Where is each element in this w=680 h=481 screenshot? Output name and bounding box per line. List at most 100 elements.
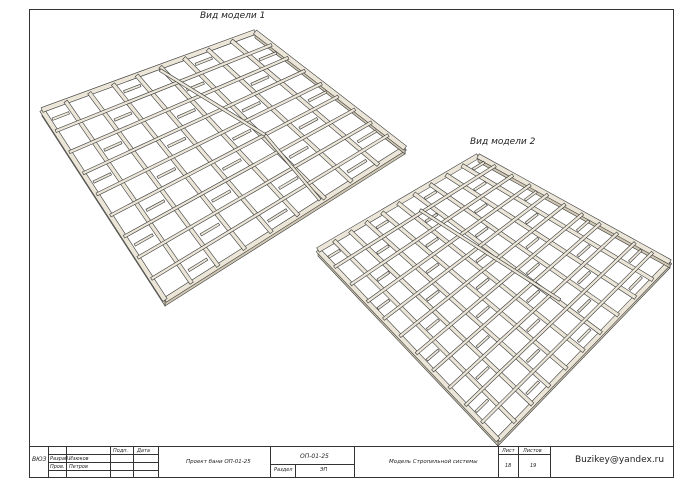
model2-blocking	[524, 212, 539, 225]
model1-blocking	[278, 176, 299, 190]
model2-rafter	[380, 210, 569, 371]
model1-blocking	[241, 101, 261, 113]
model1-blocking	[221, 158, 242, 171]
model2-rafter	[460, 163, 655, 282]
document-code: ОП-01-25	[300, 453, 329, 460]
model1-purlin	[122, 107, 357, 239]
model1-purlin	[95, 81, 323, 197]
model2-blocking	[473, 181, 487, 192]
model1-blocking	[194, 56, 213, 66]
model2-blocking	[425, 262, 440, 274]
model2-blocking	[526, 289, 541, 304]
model2-blocking	[526, 318, 541, 333]
model1-blocking	[307, 90, 328, 103]
model2-blocking	[376, 244, 390, 255]
model1-purlin	[109, 94, 340, 218]
model2-blocking	[628, 248, 643, 264]
model1-blocking	[346, 158, 368, 174]
model2-rafter	[444, 172, 638, 300]
model2-rafter	[348, 229, 535, 407]
model2-blocking	[375, 219, 390, 230]
model2-purlin	[333, 163, 497, 269]
model2-rafter	[364, 219, 552, 389]
model1-right-beam	[253, 29, 407, 151]
model2-blocking	[576, 270, 592, 285]
model2-purlin	[463, 241, 637, 407]
drawing-description: Модель Стропильной системы	[389, 459, 478, 465]
model1-purlin	[54, 43, 273, 133]
model1-blocking	[187, 257, 209, 273]
model1-blocking	[113, 111, 133, 122]
model1-blocking	[145, 199, 166, 212]
model2-blocking	[525, 348, 541, 363]
model2-blocking	[474, 398, 490, 413]
model2-blocking	[575, 219, 591, 233]
model2-blocking	[327, 248, 341, 259]
model2-blocking	[576, 244, 591, 258]
model2-rafter	[412, 191, 603, 336]
model2-purlin	[447, 231, 620, 390]
view2-label: Вид модели 2	[470, 137, 536, 147]
model2-blocking	[376, 270, 391, 282]
col-sign-label: Подп.	[113, 448, 129, 454]
model2-purlin	[398, 202, 567, 338]
checker-role: Пров.	[50, 464, 65, 470]
model1-hip	[263, 133, 322, 202]
model2-blocking	[425, 289, 440, 302]
model1-blocking	[288, 145, 309, 159]
model2-blocking	[475, 335, 490, 349]
section-label: Раздел	[274, 467, 293, 473]
model1-blocking	[176, 108, 196, 119]
col-date-label: Дата	[137, 448, 150, 454]
sheets-total: 19	[530, 463, 537, 469]
sheet-label: Лист	[502, 448, 515, 454]
model2-blocking	[474, 226, 489, 238]
sheet-number: 18	[505, 463, 512, 469]
model1-blocking	[232, 128, 252, 141]
model1-blocking	[267, 208, 288, 223]
model2-blocking	[475, 277, 490, 290]
model1-blocking	[103, 141, 123, 152]
rafter-model-2	[315, 153, 673, 447]
model1-hip	[158, 68, 267, 137]
model2-hip	[418, 208, 562, 302]
model2-blocking	[576, 298, 592, 314]
checker-name: Петров	[69, 464, 88, 470]
model2-blocking	[576, 328, 592, 343]
model1-blocking	[211, 189, 232, 203]
model1-blocking	[298, 117, 319, 130]
model2-purlin	[431, 221, 602, 373]
model1-blocking	[51, 111, 70, 121]
model2-blocking	[474, 202, 488, 214]
model1-blocking	[92, 172, 112, 184]
model2-purlin	[365, 183, 532, 304]
developer-name: Изюков	[69, 456, 89, 462]
model1-blocking	[167, 136, 187, 148]
section-value: ЭП	[320, 467, 328, 473]
model2-blocking	[423, 190, 438, 200]
model2-purlin	[480, 250, 655, 425]
model2-blocking	[475, 366, 490, 380]
model2-blocking	[525, 262, 541, 276]
model2-blocking	[523, 190, 538, 202]
model2-blocking	[425, 318, 440, 331]
rafter-model-1	[39, 29, 407, 308]
sheets-label: Листов	[523, 448, 542, 454]
model2-rafter	[396, 200, 586, 354]
view1-label: Вид модели 1	[200, 11, 266, 21]
model2-purlin	[349, 173, 515, 287]
model1-blocking	[123, 83, 142, 94]
model2-rafter	[428, 182, 620, 318]
model2-blocking	[525, 236, 540, 250]
model1-rafter	[205, 47, 354, 184]
model1-purlin	[82, 68, 306, 176]
model2-blocking	[376, 298, 391, 311]
drawing-frame	[29, 9, 674, 478]
model1-blocking	[133, 233, 154, 247]
model1-blocking	[199, 222, 221, 237]
model2-blocking	[425, 236, 439, 248]
model1-blocking	[356, 129, 378, 144]
developer-role: Разраб.	[50, 456, 70, 462]
